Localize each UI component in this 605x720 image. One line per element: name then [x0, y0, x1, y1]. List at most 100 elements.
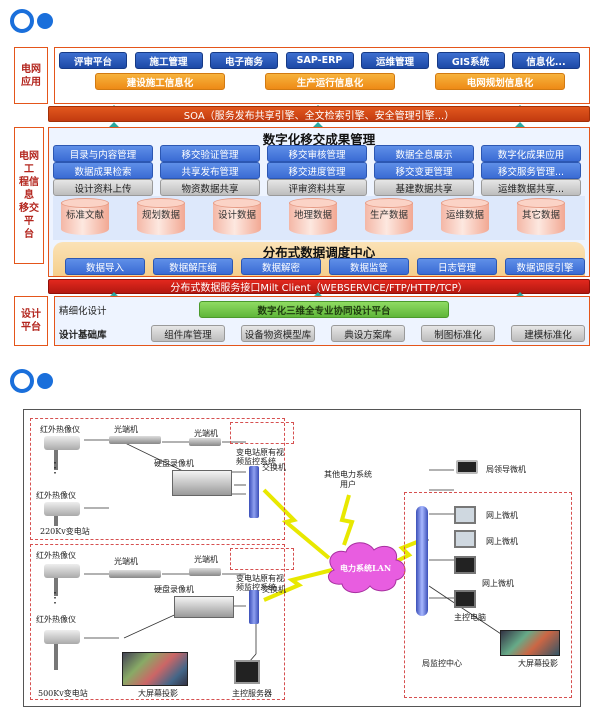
- brand-logo: [8, 368, 58, 394]
- platform-function-item: 数据成果检索: [53, 162, 153, 179]
- net-pc-label: 网上微机: [486, 537, 518, 546]
- backbone-bus-icon: [416, 506, 428, 616]
- base-library-item: 建模标准化: [511, 325, 585, 342]
- camera-pole-icon: [54, 516, 58, 526]
- switch-icon: [249, 466, 259, 518]
- platform-function-item: 移交验证管理: [160, 145, 260, 162]
- database-label: 运维数据: [445, 210, 484, 221]
- app-domain-item: 建设施工信息化: [95, 73, 225, 90]
- app-domain-item: 电网规划信息化: [435, 73, 565, 90]
- platform-function-item: 数据全息展示: [374, 145, 474, 162]
- platform-function-item: 共享发布管理: [160, 162, 260, 179]
- logo-dot-icon: [37, 373, 53, 389]
- base-library-item: 典设方案库: [331, 325, 405, 342]
- video-wall-label: 大屏幕投影: [138, 689, 178, 698]
- dispatch-center-title: 分布式数据调度中心: [262, 245, 376, 260]
- base-library-item: 设备物资模型库: [241, 325, 315, 342]
- camera-pole-icon: [54, 450, 58, 470]
- app-system-item: GIS系统: [436, 52, 505, 69]
- database-label: 设计数据: [217, 210, 256, 221]
- thermal-camera-icon: [44, 630, 80, 644]
- database-cylinder-icon: 其它数据: [517, 198, 565, 238]
- video-wall-label: 大屏幕投影: [518, 659, 558, 668]
- net-pc-label: 网上微机: [482, 579, 514, 588]
- video-wall-icon: [500, 630, 560, 656]
- pc-icon: [454, 556, 476, 574]
- optic-label: 光端机: [114, 557, 138, 566]
- logo-dot-icon: [37, 13, 53, 29]
- platform-function-item: 运维数据共享...: [481, 179, 581, 196]
- pc-icon: [454, 506, 476, 524]
- database-label: 其它数据: [521, 210, 560, 221]
- dispatch-function-item: 数据监管: [329, 258, 409, 275]
- platform-function-item: 移交变更管理: [374, 162, 474, 179]
- dispatch-center-panel: 分布式数据调度中心 数据导入数据解压缩数据解密数据监管日志管理数据调度引擎: [53, 242, 585, 276]
- database-cylinder-icon: 规划数据: [137, 198, 185, 238]
- database-label: 规划数据: [141, 210, 180, 221]
- optic-transceiver-icon: [109, 570, 161, 578]
- video-wall-icon: [122, 652, 188, 686]
- nvr-device-icon: [174, 596, 234, 618]
- platform-function-item: 移交进度管理: [267, 162, 367, 179]
- server-monitor-icon: [234, 660, 260, 684]
- camera-label: 红外热像仪: [40, 425, 80, 434]
- optic-label: 光端机: [194, 429, 218, 438]
- platform-function-item: 目录与内容管理: [53, 145, 153, 162]
- database-cylinder-icon: 标准文献: [61, 198, 109, 238]
- app-system-item: SAP-ERP: [285, 52, 354, 69]
- soa-bar: SOA（服务发布共享引擎、全文检索引擎、安全管理引擎...）: [48, 106, 590, 122]
- design-layer-label: 设计 平台: [14, 296, 48, 346]
- monitor-center-group: [404, 492, 572, 698]
- platform-title: 数字化移交成果管理: [262, 132, 376, 147]
- database-cylinder-icon: 设计数据: [213, 198, 261, 238]
- camera-label: 红外热像仪: [36, 615, 76, 624]
- station-500kv-group: [30, 544, 285, 700]
- base-library-item: 组件库管理: [151, 325, 225, 342]
- logo-ring-icon: [10, 369, 34, 393]
- other-user-label: 其他电力系统 用户: [324, 470, 372, 489]
- app-system-item: 信息化...: [512, 52, 580, 69]
- master-pc-icon: [454, 590, 476, 608]
- optic-transceiver-icon: [109, 436, 161, 444]
- thermal-camera-icon: [44, 564, 80, 578]
- app-system-item: 电子商务: [210, 52, 278, 69]
- nvr-label: 硬盘录像机: [154, 459, 194, 468]
- station-500kv-label: 500Kv变电站: [38, 689, 88, 698]
- database-label: 标准文献: [65, 210, 104, 221]
- logo-ring-icon: [10, 9, 34, 33]
- station-220kv-label: 220Kv变电站: [40, 527, 90, 536]
- base-library-label: 设计基础库: [59, 329, 107, 341]
- platform-function-item: 基建数据共享: [374, 179, 474, 196]
- database-cylinder-icon: 生产数据: [365, 198, 413, 238]
- nvr-device-icon: [172, 470, 232, 496]
- database-label: 生产数据: [369, 210, 408, 221]
- ellipsis-icon: ⋮: [48, 590, 62, 606]
- legacy-system-label: 变电站原有视 频监控系统: [236, 574, 284, 593]
- platform-function-item: 移交审核管理: [267, 145, 367, 162]
- pc-icon: [454, 530, 476, 548]
- platform-function-item: 物资数据共享: [160, 179, 260, 196]
- nvr-label: 硬盘录像机: [154, 585, 194, 594]
- database-cylinder-icon: 地理数据: [289, 198, 337, 238]
- legacy-system-box: [230, 422, 294, 444]
- platform-layer-label: 电网工 程信息 移交平 台: [14, 127, 44, 264]
- app-system-item: 施工管理: [134, 52, 203, 69]
- legacy-system-label: 变电站原有视 频监控系统: [236, 448, 284, 467]
- camera-pole-icon: [54, 578, 58, 596]
- platform-function-item: 数字化成果应用: [481, 145, 581, 162]
- switch-label: 交换机: [262, 463, 286, 472]
- net-pc-label: 网上微机: [486, 511, 518, 520]
- camera-label: 红外热像仪: [36, 551, 76, 560]
- app-layer-label: 电网 应用: [14, 47, 48, 104]
- design-layer-panel: 精细化设计 数字化三维全专业协同设计平台 设计基础库 组件库管理设备物资模型库典…: [54, 296, 590, 346]
- dispatch-function-item: 数据调度引擎: [505, 258, 585, 275]
- leader-pc-label: 局领导微机: [486, 465, 526, 474]
- master-pc-label: 主控电脑: [454, 613, 486, 622]
- dispatch-function-item: 数据解密: [241, 258, 321, 275]
- fine-design-label: 精细化设计: [59, 305, 107, 317]
- optic-label: 光端机: [114, 425, 138, 434]
- network-diagram: 红外热像仪 ⋮ 红外热像仪 光端机 光端机 硬盘录像机 变电站原有视 频监控系统…: [23, 409, 581, 707]
- switch-icon: [249, 590, 259, 624]
- lan-label: 电力系统LAN: [340, 563, 392, 573]
